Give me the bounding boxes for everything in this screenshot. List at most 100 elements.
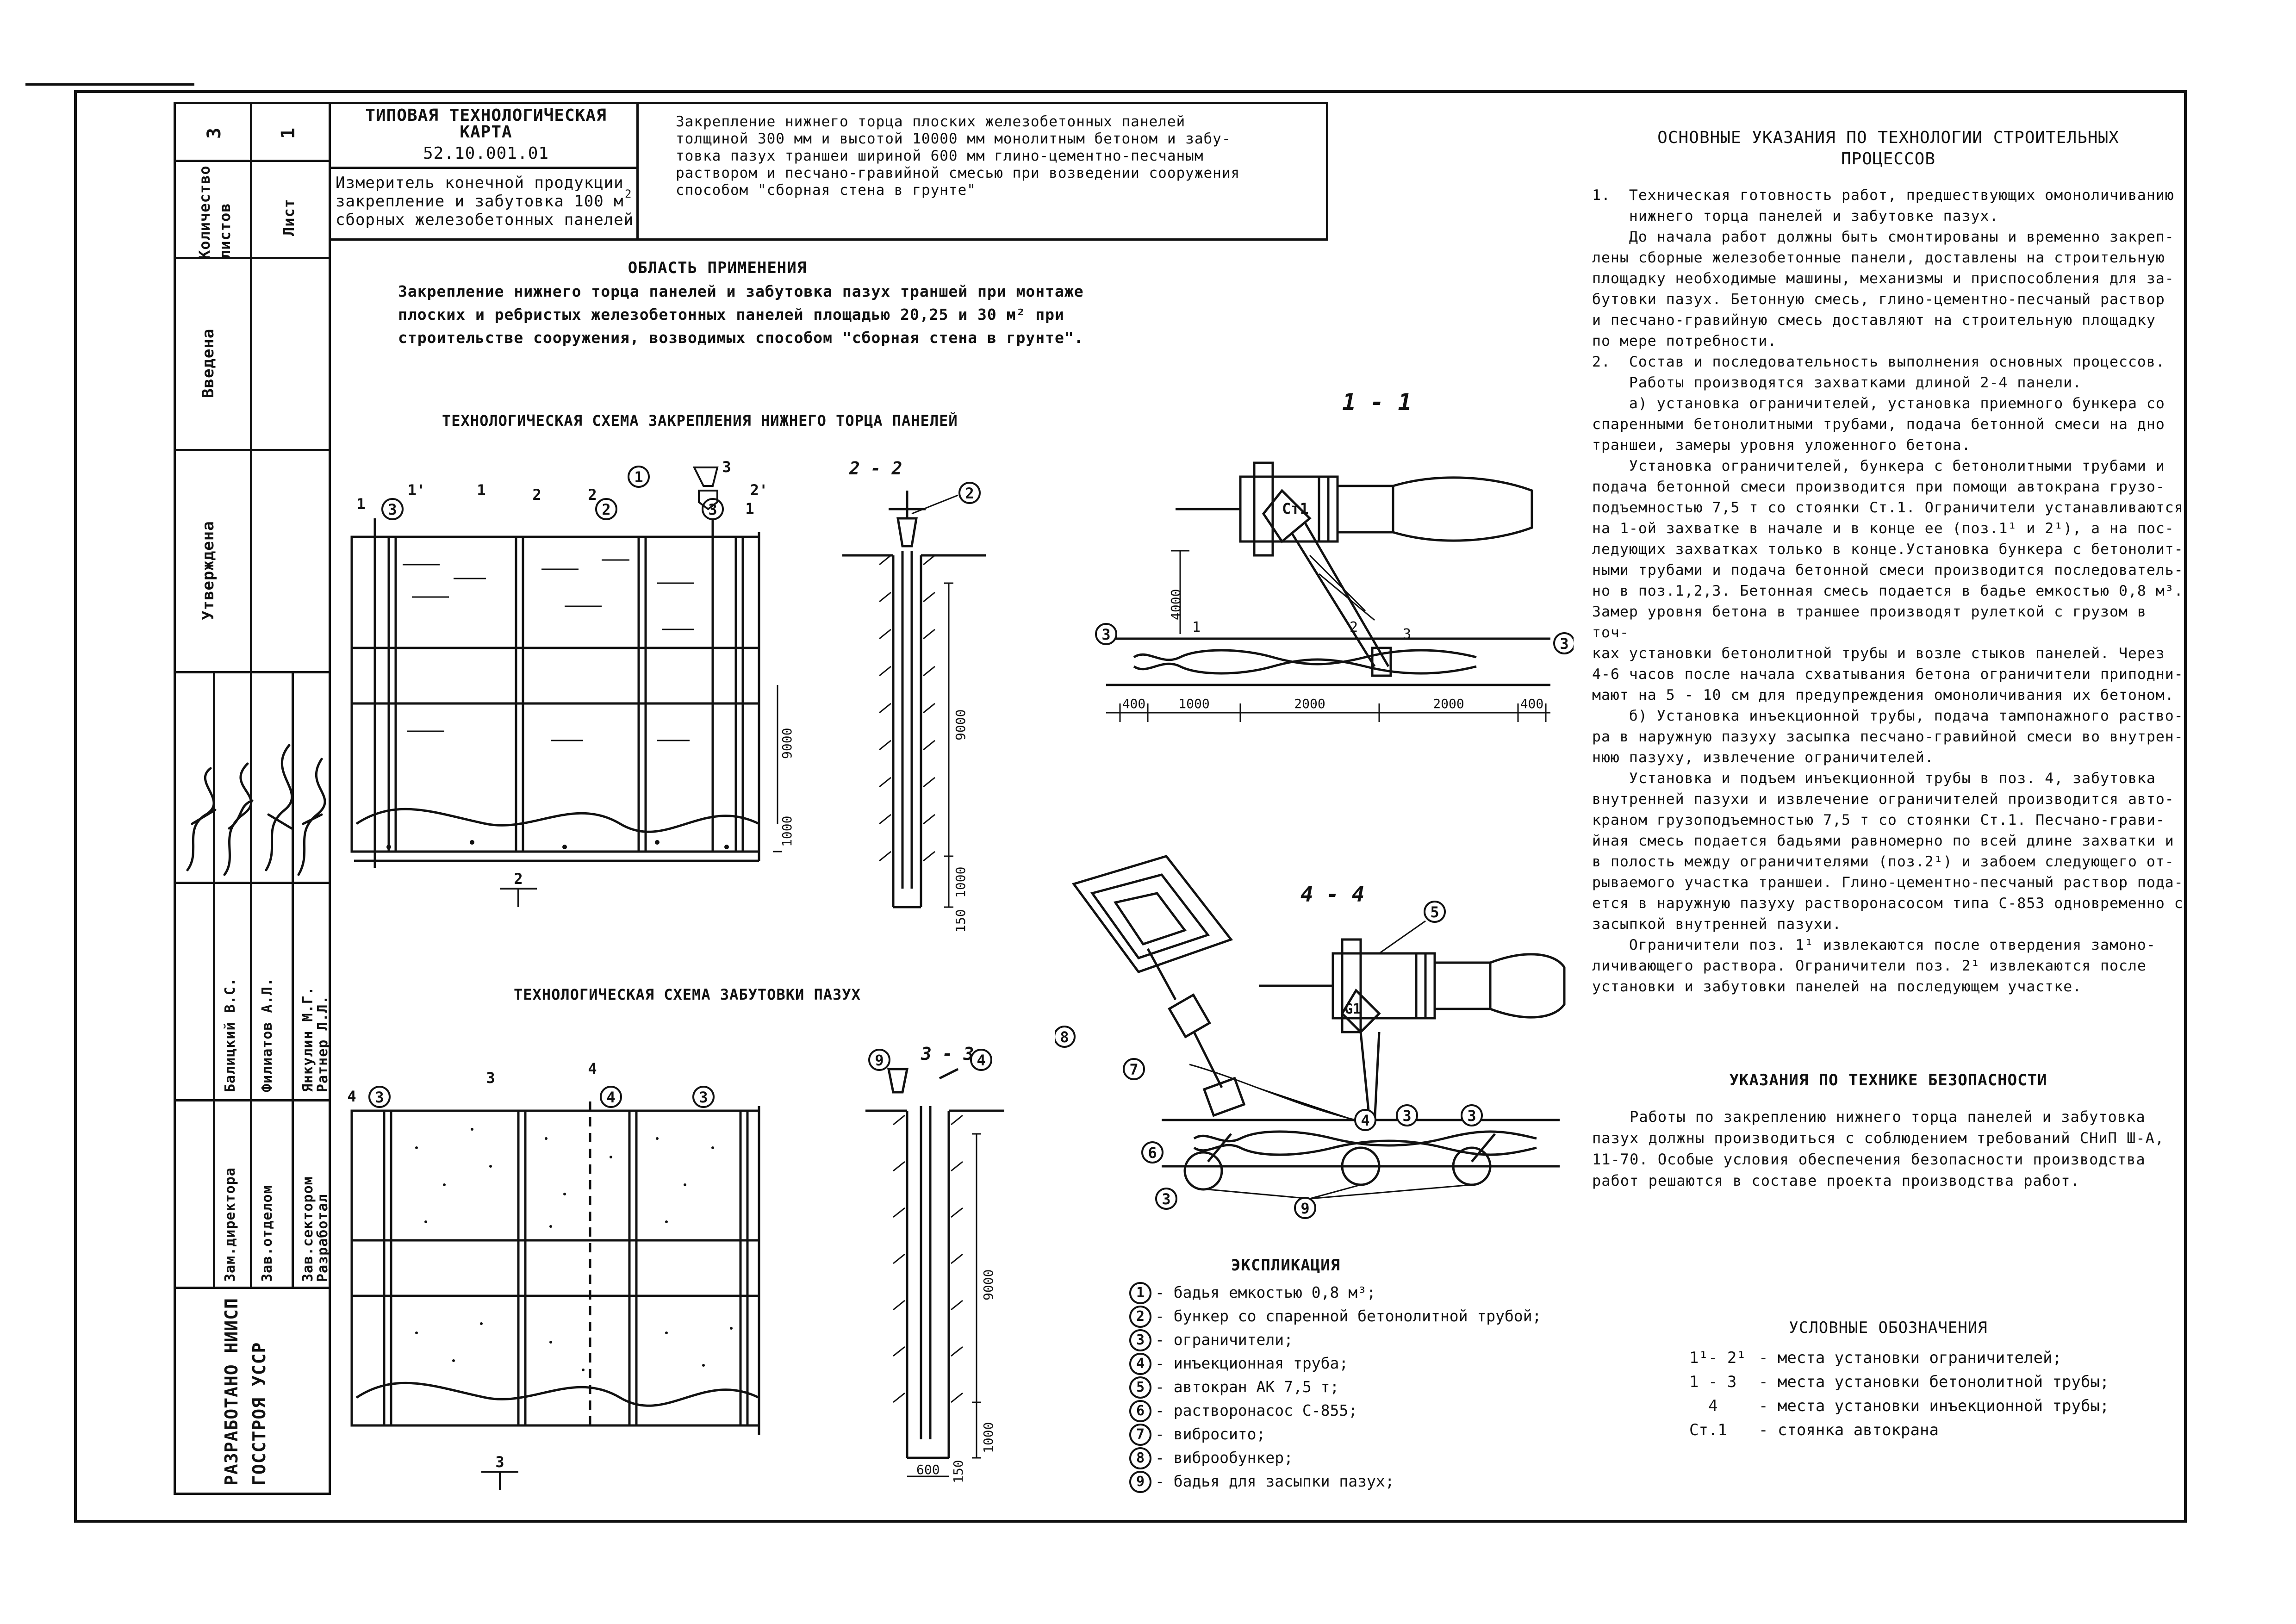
dim-150: 150 — [953, 909, 968, 933]
sheet-qty-label: Количество листов — [196, 165, 234, 259]
svg-text:9000: 9000 — [779, 728, 795, 759]
approved-label: Утверждена — [199, 521, 218, 620]
stamp-person: Филиатов А.Л. — [259, 977, 275, 1092]
stamp-row-line — [174, 1287, 331, 1289]
svg-text:4: 4 — [1361, 1112, 1369, 1129]
item-text: - бункер со спаренной бетонолитной трубо… — [1155, 1307, 1542, 1325]
item-number: 7 — [1129, 1424, 1151, 1446]
stamp-divider — [250, 102, 252, 671]
svg-text:4: 4 — [977, 1052, 985, 1069]
section-2-2-drawing: 2 9000 1000 150 — [842, 482, 986, 933]
dim-150: 150 — [951, 1460, 966, 1483]
dim-4000: 4000 — [1168, 589, 1183, 620]
item-number: 2 — [1129, 1306, 1151, 1328]
svg-text:2': 2' — [750, 481, 768, 499]
card-title: ТИПОВАЯ ТЕХНОЛОГИЧЕСКАЯ КАРТА — [365, 106, 607, 142]
title-divider — [636, 102, 639, 241]
svg-text:9: 9 — [875, 1052, 884, 1069]
svg-text:3: 3 — [1162, 1190, 1170, 1208]
svg-text:3: 3 — [1402, 1107, 1411, 1125]
scheme2-mark: 3 — [486, 1069, 495, 1087]
sheet-frame — [74, 90, 2187, 1523]
item-text: - виброобункер; — [1155, 1449, 1294, 1467]
stamp-row-line — [174, 671, 331, 673]
explication-item: 7 - вибросито; — [1129, 1424, 1574, 1447]
plan-dim: 1000 — [1178, 696, 1209, 711]
explication-item: 6 - растворонасос С-855; — [1129, 1400, 1574, 1424]
symbol-code: 1 - 3 — [1689, 1373, 1737, 1391]
stamp-role: Зам.директора — [222, 1167, 238, 1282]
stamp-row-line — [174, 882, 331, 884]
symbol-code: Ст.1 — [1689, 1421, 1727, 1439]
svg-text:2: 2 — [588, 486, 597, 504]
scheme2-mark: 4 — [606, 1089, 615, 1106]
stamp-row-line — [174, 449, 331, 451]
svg-text:8: 8 — [1060, 1028, 1069, 1046]
item-number: 3 — [1129, 1329, 1151, 1351]
svg-text:2: 2 — [532, 486, 541, 504]
instructions-heading: ОСНОВНЫЕ УКАЗАНИЯ ПО ТЕХНОЛОГИИ СТРОИТЕЛ… — [1657, 128, 2119, 168]
symbol-row: Ст.1 - стоянка автокрана — [1689, 1419, 2152, 1443]
symbols-heading: УСЛОВНЫЕ ОБОЗНАЧЕНИЯ — [1789, 1319, 1988, 1337]
dim-1000: 1000 — [981, 1422, 996, 1453]
meter-superscript: 2 — [625, 187, 632, 200]
plan-dim: 2000 — [1294, 696, 1325, 711]
stamp-row-line — [174, 257, 331, 259]
symbols-list: 1¹- 2¹ - места установки ограничителей; … — [1689, 1347, 2152, 1443]
scheme2-title: ТЕХНОЛОГИЧЕСКАЯ СХЕМА ЗАБУТОВКИ ПАЗУХ — [514, 986, 861, 1003]
plan-dim: 2000 — [1433, 696, 1464, 711]
item-number: 1 — [1129, 1282, 1151, 1304]
explication-list: 1 - бадья емкостью 0,8 м³; 2 - бункер со… — [1129, 1282, 1574, 1494]
symbol-text: - места установки инъекционной трубы; — [1759, 1397, 2109, 1415]
svg-text:1: 1 — [477, 481, 485, 499]
title-divider — [331, 167, 636, 169]
title-block — [331, 102, 1328, 241]
scheme1-title: ТЕХНОЛОГИЧЕСКАЯ СХЕМА ЗАКРЕПЛЕНИЯ НИЖНЕГ… — [442, 412, 958, 429]
section-3-3-title: 3 - 3 — [921, 1044, 974, 1064]
svg-text:3: 3 — [1101, 626, 1110, 643]
instructions-body: 1. Техническая готовность работ, предшес… — [1592, 187, 2184, 995]
svg-text:9: 9 — [1300, 1200, 1309, 1217]
symbol-row: 4 - места установки инъекционной трубы; — [1689, 1395, 2152, 1419]
scope-heading: ОБЛАСТЬ ПРИМЕНЕНИЯ — [628, 259, 807, 277]
svg-text:3: 3 — [1560, 635, 1568, 653]
explication-item: 8 - виброобункер; — [1129, 1447, 1574, 1471]
svg-text:2: 2 — [965, 485, 974, 502]
explication-item: 9 - бадья для засыпки пазух; — [1129, 1471, 1574, 1494]
plan-dim: 400 — [1520, 696, 1544, 711]
safety-body: Работы по закреплению нижнего торца пане… — [1592, 1108, 2165, 1189]
item-text: - бадья для засыпки пазух; — [1155, 1472, 1394, 1490]
section-2-2-title: 2 - 2 — [849, 458, 902, 479]
stamp-divider — [213, 671, 215, 1287]
symbol-row: 1 - 3 - места установки бетонолитной тру… — [1689, 1371, 2152, 1395]
stamp-person: Ратнер Л.Л. — [315, 995, 331, 1092]
stamp-divider — [250, 671, 252, 1287]
stamp-role: Зав.сектором — [300, 1176, 316, 1282]
scheme2-mark: 4 — [588, 1060, 597, 1077]
symbol-text: - места установки бетонолитной трубы; — [1759, 1373, 2109, 1391]
scheme2-mark: 3 — [699, 1089, 708, 1106]
signatures-image — [186, 744, 326, 876]
section-1-1-title: 1 - 1 — [1342, 389, 1412, 416]
sheet-number-value: 1 — [278, 127, 299, 139]
svg-text:3: 3 — [722, 458, 731, 476]
card-code: 52.10.001.01 — [423, 144, 549, 163]
plan-mark: 2 — [1350, 619, 1358, 635]
stamp-person: Балицкий В.С. — [222, 977, 238, 1092]
backfill-elevation-drawing: 4 3 4 3 4 3 3 — [347, 1060, 760, 1490]
item-text: - инъекционная труба; — [1155, 1354, 1349, 1372]
stamp-row-line — [174, 160, 331, 162]
symbol-text: - места установки ограничителей; — [1759, 1349, 2062, 1367]
plan-mark: 3 — [1403, 626, 1411, 642]
svg-text:6: 6 — [1148, 1144, 1157, 1162]
crane-stand-label: G1 — [1344, 1001, 1361, 1017]
production-meter: Измеритель конечной продукции закреплени… — [336, 174, 634, 229]
item-text: - растворонасос С-855; — [1155, 1401, 1358, 1419]
dim-9000: 9000 — [953, 709, 968, 740]
scope-text: Закрепление нижнего торца панелей и забу… — [398, 282, 1084, 347]
explication-item: 5 - автокран АК 7,5 т; — [1129, 1376, 1574, 1400]
stamp-column — [174, 102, 331, 1495]
section-4-4-title: 4 - 4 — [1300, 882, 1365, 907]
